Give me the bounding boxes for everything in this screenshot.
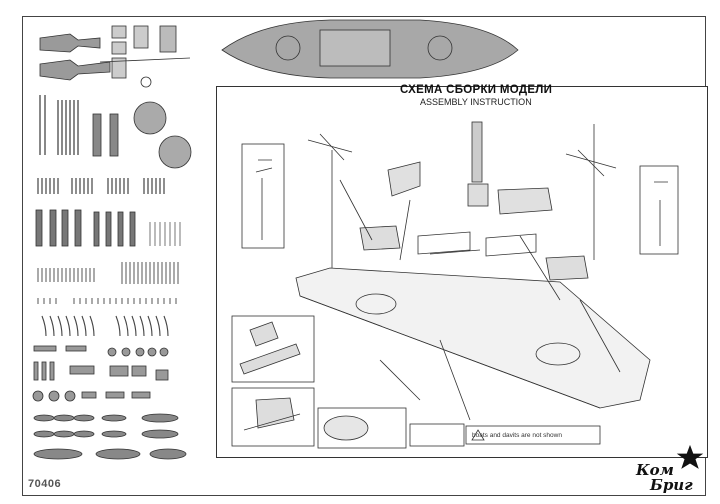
small-fittings	[32, 345, 169, 402]
assembly-diagram	[231, 121, 679, 449]
warning-note: boats and davits are not shown	[472, 432, 562, 439]
hull-top-view	[221, 19, 519, 79]
assembly-title-ru: СХЕМА СБОРКИ МОДЕЛИ	[400, 84, 553, 96]
masts-row	[35, 209, 181, 247]
boats	[33, 413, 187, 460]
brand-logo-line2: Бриг	[650, 476, 693, 494]
brand-star	[676, 444, 704, 469]
kit-part-number: 70406	[28, 478, 62, 490]
rods	[39, 95, 79, 155]
sprue-parts-top	[39, 25, 191, 88]
brand-logo-line1: Ком	[636, 461, 674, 479]
assembly-title-en: ASSEMBLY INSTRUCTION	[420, 97, 532, 107]
davits	[41, 315, 169, 337]
pin-rows	[37, 178, 165, 194]
